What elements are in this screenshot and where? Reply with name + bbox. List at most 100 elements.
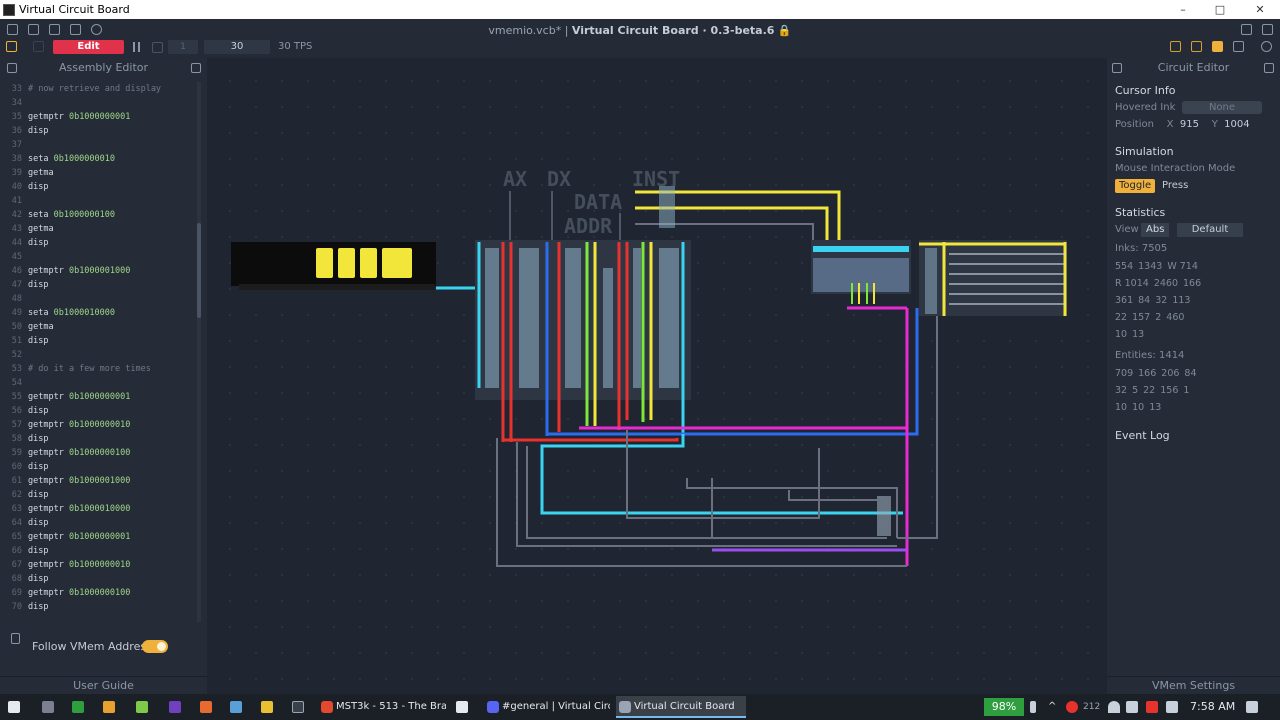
save-as-icon[interactable] [70,24,81,35]
pinned-app-icon[interactable] [230,701,242,713]
pinned-app-icon[interactable] [456,701,468,713]
pinned-app-icon[interactable] [42,701,54,713]
tray-app-icon[interactable] [1066,701,1078,713]
task-browser[interactable]: MST3k - 513 - The Bra... [318,696,446,718]
pinned-app-icon[interactable] [136,701,148,713]
follow-vmem-toggle[interactable] [142,640,168,653]
new-file-icon[interactable] [7,24,18,35]
tray-app-icon[interactable] [1146,701,1158,713]
bookmark-outline-icon[interactable] [11,633,20,644]
circuit-canvas[interactable]: AX DX INST DATA ADDR [207,58,1107,694]
notifications-icon[interactable] [1246,701,1258,713]
panel-expand-icon[interactable] [191,63,201,73]
panel-icon[interactable] [1233,41,1244,52]
view-abs-button[interactable]: Abs [1141,223,1170,237]
pinned-app-icon[interactable] [72,701,84,713]
code-line[interactable]: 52 [0,348,203,362]
layers-icon[interactable] [1191,41,1202,52]
chevron-up-icon[interactable]: ^ [1048,701,1057,712]
circuit-drawing[interactable]: AX DX INST DATA ADDR [207,58,1107,694]
step-icon[interactable] [152,42,163,53]
tools-icon[interactable] [1170,41,1181,52]
layer-toggle-icon[interactable] [6,41,17,52]
panel-dock-icon[interactable] [7,63,17,73]
code-line[interactable]: 53# do it a few more times [0,362,203,376]
pinned-app-icon[interactable] [169,701,181,713]
code-scroll-thumb[interactable] [197,223,201,318]
code-scrollbar[interactable] [197,82,201,622]
mode-toggle-button[interactable]: Toggle [1115,179,1156,193]
view-default-button[interactable]: Default [1177,223,1243,237]
pinned-app-icon[interactable] [200,701,212,713]
volume-icon[interactable] [1126,701,1138,713]
pause-icon[interactable] [133,42,140,52]
panel-expand-icon[interactable] [1264,63,1274,73]
code-line[interactable]: 41 [0,194,203,208]
wifi-icon[interactable] [1108,701,1120,713]
menu-icon[interactable] [1261,41,1272,52]
step-count-field[interactable]: 1 [168,40,198,54]
mode-press-button[interactable]: Press [1162,180,1189,191]
task-vcb[interactable]: Virtual Circuit Board [616,696,746,718]
terminal-icon[interactable] [292,701,304,713]
open-folder-icon[interactable] [28,24,39,35]
code-line[interactable]: 33# now retrieve and display [0,82,203,96]
tray-app-icon[interactable] [1166,701,1178,713]
code-line[interactable]: 45 [0,250,203,264]
close-icon[interactable]: ✕ [1255,3,1265,16]
tps-input[interactable]: 30 [204,40,270,54]
task-discord[interactable]: #general | Virtual Circ... [484,696,610,718]
power-icon[interactable] [1030,701,1036,713]
save-icon[interactable] [49,24,60,35]
minimize-icon[interactable]: – [1180,3,1186,16]
code-line[interactable]: 37 [0,138,203,152]
vmem-settings-tab[interactable]: VMem Settings [1107,676,1280,694]
maximize-icon[interactable]: □ [1214,3,1226,16]
pinned-app-icon[interactable] [103,701,115,713]
code-line[interactable]: 34 [0,96,203,110]
bookmark-icon[interactable] [1212,41,1223,52]
window-layout-icon[interactable] [1241,24,1252,35]
user-guide-tab[interactable]: User Guide [0,676,207,694]
export-icon[interactable] [1262,24,1273,35]
mode-icon[interactable] [33,41,44,52]
code-line[interactable]: 54 [0,376,203,390]
battery-indicator[interactable]: 98% [984,698,1024,716]
panel-dock-icon[interactable] [1112,63,1122,73]
settings-icon[interactable] [91,24,102,35]
file-explorer-icon[interactable] [261,701,273,713]
start-icon[interactable] [8,701,20,713]
edit-mode-button[interactable]: Edit [53,40,124,54]
code-line[interactable]: 48 [0,292,203,306]
